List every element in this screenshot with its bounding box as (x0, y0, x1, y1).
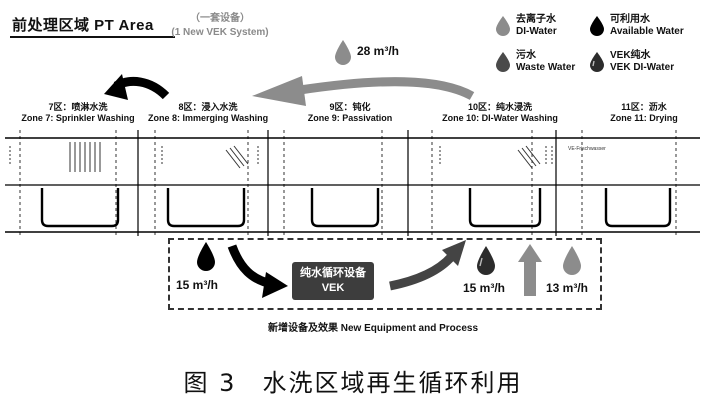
fresh-water-label: VE-Frischwasser (568, 146, 606, 152)
tank-zone-7 (40, 188, 120, 228)
tank-zone-11 (604, 188, 672, 228)
return-flow-arrowhead (252, 76, 306, 106)
vek-inflow-label: 15 m³/h (176, 278, 219, 292)
tank-zone-9 (310, 188, 380, 228)
overflow-arrowhead (104, 74, 128, 100)
return-flow-label: 28 m³/h (357, 44, 400, 58)
equipment-caption: 新增设备及效果 New Equipment and Process (268, 323, 479, 334)
di-inflow-label: 13 m³/h (546, 281, 589, 295)
vek-outflow-label: 15 m³/h (463, 281, 506, 295)
di-inlet-arrowhead (518, 244, 542, 262)
droplet-icon (335, 40, 351, 65)
droplet-icon (590, 16, 604, 36)
di-inlet-arrow (524, 260, 536, 296)
from-vek-arrowhead (442, 240, 466, 266)
from-vek-arrow (389, 252, 456, 291)
figure-caption: 图 3 水洗区域再生循环利用 (183, 369, 523, 397)
droplet-icon (477, 246, 495, 275)
droplet-icon (496, 16, 510, 36)
vek-note-cn: （一套设备） (190, 13, 250, 24)
to-vek-arrowhead (262, 272, 288, 298)
title-underline (10, 36, 175, 38)
area-title: 前处理区域 PT Area (12, 17, 154, 34)
return-flow-arrow (299, 77, 475, 100)
vek-system-note: （一套设备） (1 New VEK System) (170, 12, 270, 40)
droplet-icon (590, 52, 604, 72)
droplet-icon (197, 242, 215, 271)
new-equipment-box (168, 238, 602, 310)
tank-zone-10 (468, 188, 542, 228)
vek-note-en: (1 New VEK System) (171, 27, 269, 38)
tank-zone-8 (166, 188, 246, 228)
sprinkler-marks (69, 142, 541, 172)
droplet-icon (496, 52, 510, 72)
droplet-icon (563, 246, 581, 275)
